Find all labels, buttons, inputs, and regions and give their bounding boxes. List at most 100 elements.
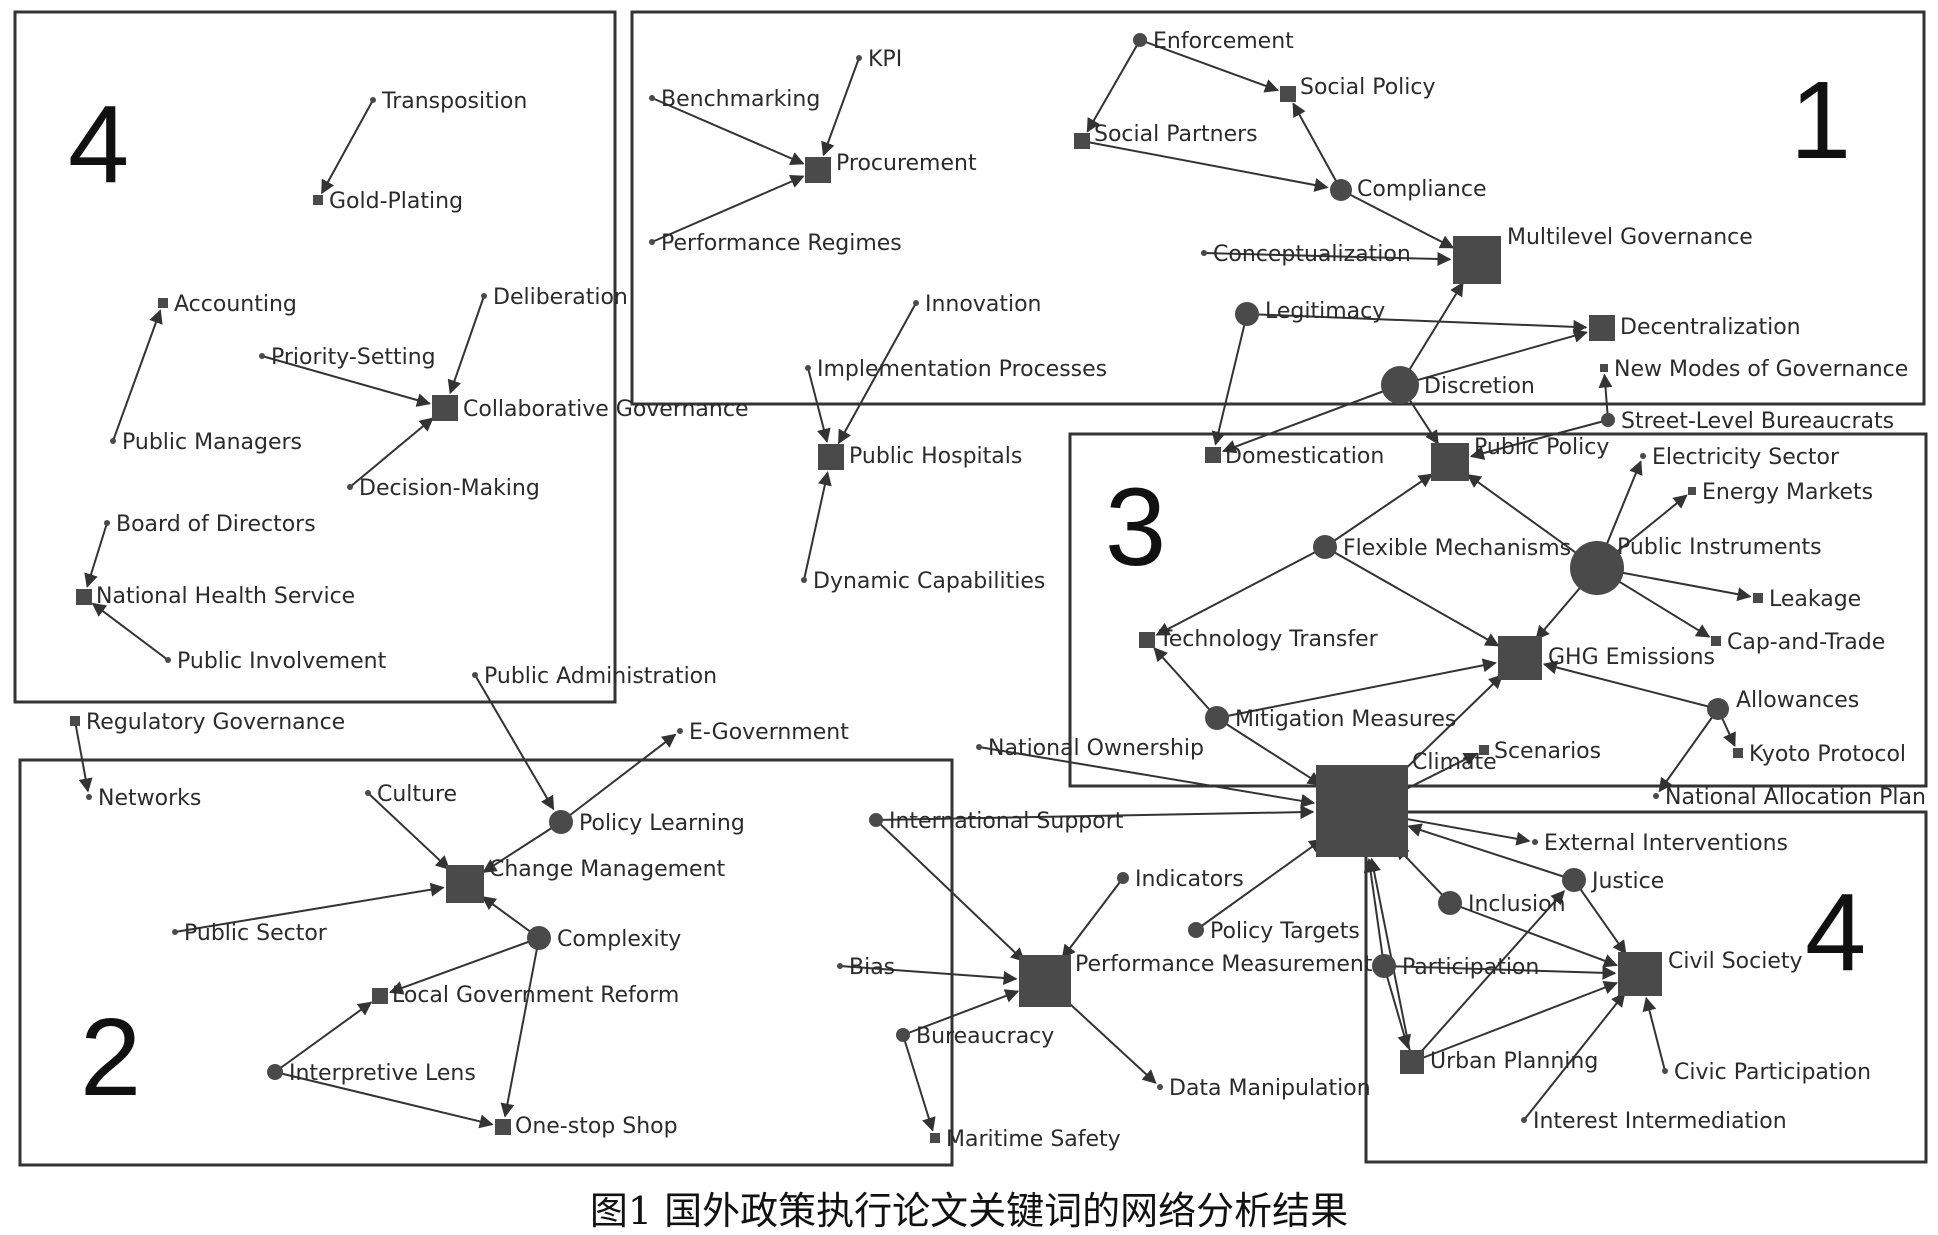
node-marker-innovation: [913, 300, 919, 306]
node-label-innovation: Innovation: [925, 292, 1041, 317]
edge-compliance-to-multilevel: [1340, 189, 1455, 249]
node-label-decisionmaking: Decision-Making: [359, 476, 540, 501]
node-urbanplanning: Urban Planning: [1400, 1049, 1598, 1074]
node-marker-culture: [365, 790, 371, 796]
edge-conceptualization-to-multilevel: [1203, 251, 1452, 266]
node-label-deliberation: Deliberation: [493, 285, 628, 310]
edge-publicadmin-to-policylearning: [474, 674, 555, 811]
node-onestop: One-stop Shop: [495, 1114, 678, 1139]
node-legitimacy: Legitimacy: [1235, 299, 1385, 326]
node-marker-policylearning: [549, 810, 573, 834]
edge-bias-to-perfmeasurement: [839, 965, 1018, 985]
edge-regulatorygov-to-networks: [74, 720, 93, 793]
node-marker-ghg: [1498, 636, 1542, 680]
cluster-number-2: 2: [80, 996, 141, 1119]
node-kpi: KPI: [856, 47, 902, 72]
edge-justice-to-climate: [1407, 823, 1575, 881]
node-marker-climate: [1316, 765, 1408, 857]
edge-participation-to-urbanplanning: [1383, 965, 1411, 1049]
node-label-civicparticipation: Civic Participation: [1674, 1060, 1871, 1085]
node-dynamiccap: Dynamic Capabilities: [801, 569, 1045, 594]
edge-interpretivelens-to-onestop: [274, 1071, 494, 1129]
node-label-streetlevel: Street-Level Bureaucrats: [1621, 409, 1894, 434]
edge-transposition-to-goldplating: [320, 99, 374, 195]
edge-flexmech-to-publicpolicy: [1324, 473, 1433, 548]
node-label-enforcement: Enforcement: [1153, 29, 1294, 54]
edge-publicinvolvement-to-nhs: [91, 602, 169, 661]
node-label-techtransfer: Technology Transfer: [1158, 627, 1379, 652]
node-energymarkets: Energy Markets: [1688, 480, 1873, 505]
node-label-discretion: Discretion: [1424, 374, 1535, 399]
node-label-interpretivelens: Interpretive Lens: [289, 1061, 476, 1086]
node-label-benchmarking: Benchmarking: [661, 87, 820, 112]
node-marker-prioritysetting: [259, 353, 265, 359]
node-marker-allowances: [1707, 698, 1729, 720]
node-label-localgovreform: Local Government Reform: [392, 983, 679, 1008]
node-marker-enforcement: [1133, 33, 1147, 47]
node-procurement: Procurement: [805, 151, 977, 183]
node-label-compliance: Compliance: [1357, 177, 1487, 202]
edge-intlsupport-to-perfmeasurement: [875, 819, 1026, 962]
node-multilevel: Multilevel Governance: [1453, 225, 1753, 284]
edge-interpretivelens-to-localgovreform: [274, 1001, 373, 1073]
node-label-leakage: Leakage: [1769, 587, 1861, 612]
node-marker-transposition: [370, 97, 376, 103]
node-benchmarking: Benchmarking: [649, 87, 820, 112]
edge-urbanplanning-to-justice: [1411, 890, 1565, 1063]
edge-policylearning-to-changemgmt: [482, 821, 562, 873]
node-label-allowances: Allowances: [1736, 688, 1859, 713]
node-label-changemgmt: Change Management: [489, 857, 726, 882]
node-label-mitigation: Mitigation Measures: [1235, 707, 1456, 732]
node-marker-extinterventions: [1532, 839, 1538, 845]
node-justice: Justice: [1562, 868, 1664, 894]
edge-publicsector-to-changemgmt: [174, 882, 445, 933]
node-innovation: Innovation: [913, 292, 1041, 317]
node-label-multilevel: Multilevel Governance: [1507, 225, 1753, 250]
node-marker-civicparticipation: [1662, 1068, 1668, 1074]
node-marker-energymarkets: [1688, 487, 1696, 495]
edge-bureaucracy-to-maritime: [902, 1034, 936, 1132]
node-marker-domestication: [1205, 447, 1221, 463]
node-marker-electricity: [1640, 453, 1646, 459]
node-marker-capandtrade: [1711, 636, 1721, 646]
node-nap: National Allocation Plan: [1653, 785, 1926, 810]
node-label-urbanplanning: Urban Planning: [1430, 1049, 1598, 1074]
node-socialpartners: Social Partners: [1074, 122, 1258, 149]
node-label-electricity: Electricity Sector: [1652, 445, 1840, 470]
node-label-flexmech: Flexible Mechanisms: [1343, 536, 1571, 561]
node-label-culture: Culture: [377, 782, 457, 807]
node-marker-leakage: [1753, 593, 1763, 603]
node-networks: Networks: [86, 786, 201, 811]
node-nhs: National Health Service: [76, 584, 355, 609]
node-regulatorygov: Regulatory Governance: [70, 710, 345, 735]
node-marker-participation: [1372, 954, 1396, 978]
cluster-box-4-topleft: [13, 10, 617, 704]
node-bias: Bias: [837, 955, 895, 980]
node-marker-procurement: [805, 157, 831, 183]
node-ghg: GHG Emissions: [1498, 636, 1715, 680]
node-publicpolicy: Public Policy: [1431, 435, 1609, 481]
node-marker-publicadmin: [472, 672, 478, 678]
node-label-onestop: One-stop Shop: [515, 1114, 678, 1139]
node-publicmanagers: Public Managers: [110, 430, 302, 455]
node-marker-publicmanagers: [110, 438, 116, 444]
node-marker-indicators: [1117, 872, 1129, 884]
node-participation: Participation: [1372, 954, 1539, 980]
node-marker-maritime: [930, 1133, 940, 1143]
edge-legitimacy-to-decentralization: [1246, 313, 1588, 334]
node-marker-inclusion: [1438, 891, 1462, 915]
edge-implprocesses-to-publichospitals: [807, 367, 831, 443]
node-marker-intlsupport: [869, 813, 883, 827]
edge-streetlevel-to-publicpolicy: [1469, 419, 1609, 460]
node-implprocesses: Implementation Processes: [805, 357, 1107, 382]
node-climate: Climate: [1316, 750, 1497, 857]
node-perfregimes: Performance Regimes: [649, 231, 902, 256]
edge-mitigation-to-climate: [1216, 717, 1322, 786]
edge-indicators-to-perfmeasurement: [1061, 877, 1124, 959]
node-label-legitimacy: Legitimacy: [1265, 299, 1385, 324]
node-label-energymarkets: Energy Markets: [1702, 480, 1873, 505]
node-marker-egov: [677, 728, 683, 734]
node-marker-accounting: [158, 298, 168, 308]
node-label-publicsector: Public Sector: [184, 921, 328, 946]
